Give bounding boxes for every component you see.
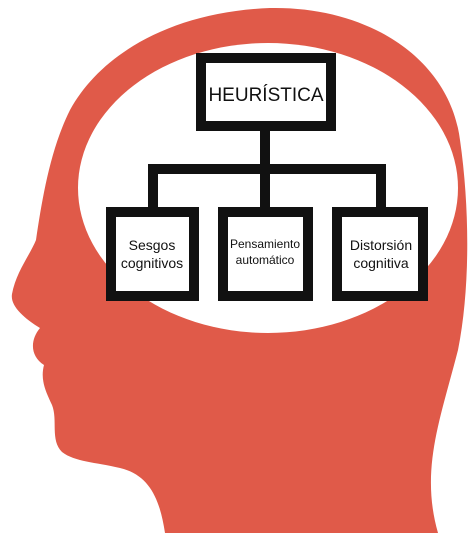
root-node: HEURÍSTICA [196,53,336,131]
child-node-box [218,207,313,301]
child-node-box [332,207,428,301]
root-node-label: HEURÍSTICA [208,85,323,106]
child-node-label-line-2: cognitivos [121,255,183,271]
child-node-box [106,207,199,301]
child-node-sesgos-cognitivos: Sesgos cognitivos [106,207,199,301]
connector-lines [148,121,386,217]
root-node-box [196,53,336,131]
child-node-label-line-1: Distorsión [350,237,412,253]
child-node-label-line-2: automático [236,253,295,267]
child-node-label-line-2: cognitiva [353,255,408,271]
child-node-label-line-1: Pensamiento [230,237,300,251]
child-node-pensamiento-automatico: Pensamiento automático [218,207,313,301]
child-node-distorsion-cognitiva: Distorsión cognitiva [332,207,428,301]
child-node-label-line-1: Sesgos [129,237,176,253]
